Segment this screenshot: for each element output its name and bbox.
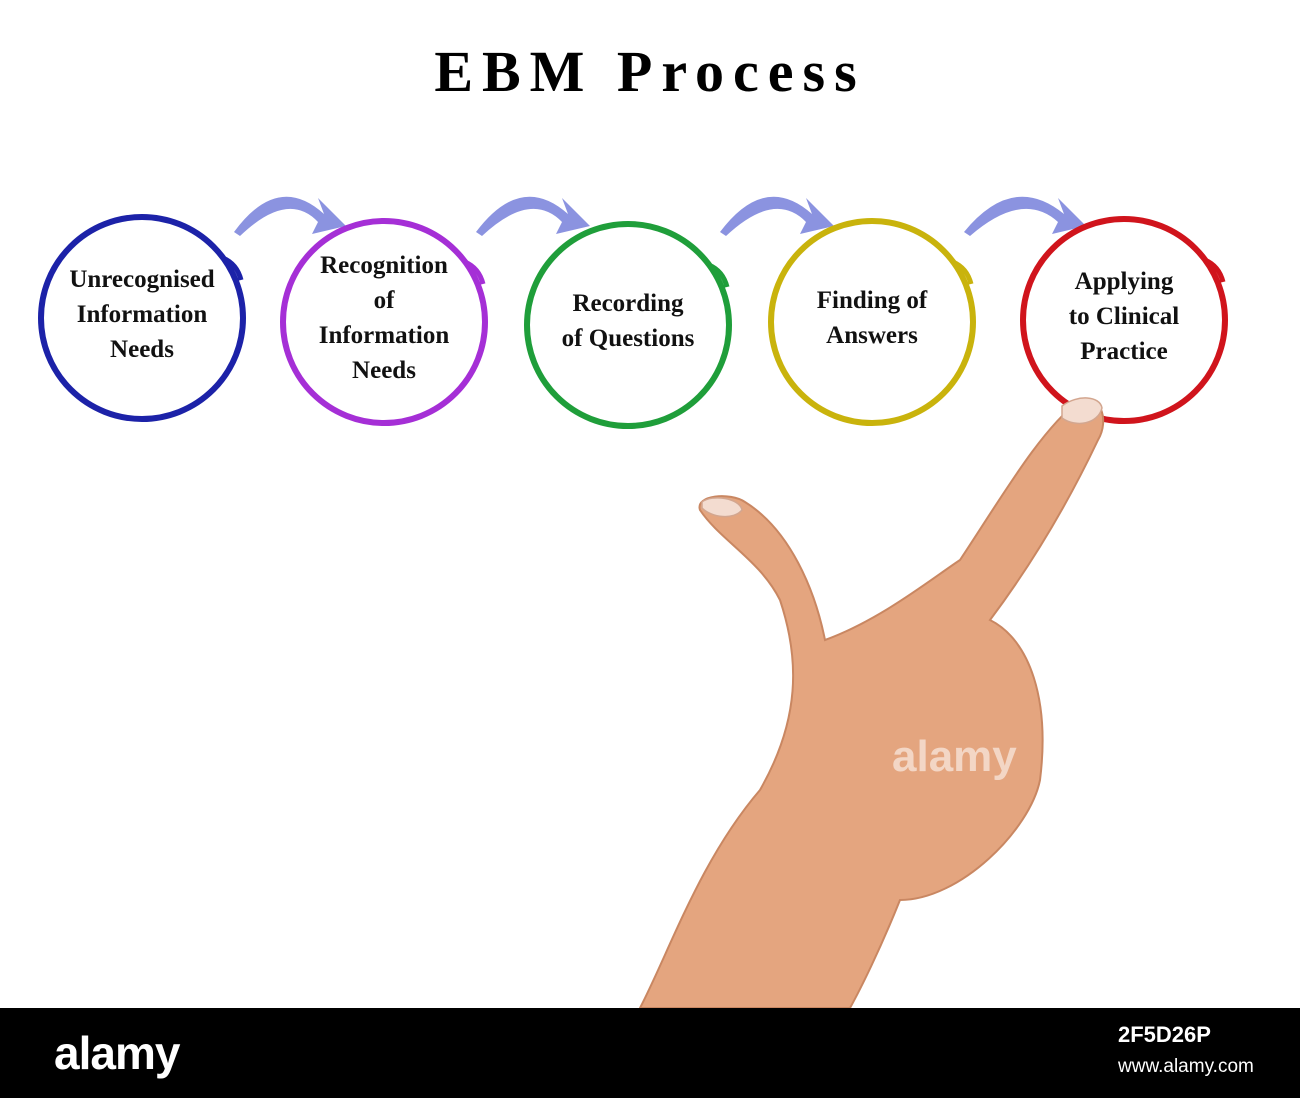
site-url: www.alamy.com	[1118, 1056, 1254, 1077]
step-label-line: Applying	[1074, 267, 1174, 295]
footer-bar: alamy 2F5D26P www.alamy.com	[0, 1008, 1300, 1098]
step-circle-5	[1020, 216, 1228, 424]
pointing-hand-image	[638, 397, 1105, 1008]
step-label-line: Needs	[352, 357, 416, 384]
flow-arrow-icon	[964, 196, 1086, 236]
step-label-line: Practice	[1080, 337, 1168, 365]
step-circle-2	[280, 218, 488, 426]
step-label-line: Needs	[110, 335, 174, 363]
image-id-text: 2F5D26P	[1118, 1022, 1211, 1047]
circle-stroke-tail	[951, 259, 974, 285]
step-label-line: of Questions	[561, 325, 695, 352]
step-label-line: Recognition	[320, 252, 448, 279]
step-label-line: to Clinical	[1068, 302, 1180, 330]
circles-group	[38, 214, 1228, 429]
flow-arrow-icon	[720, 196, 834, 236]
diagram-title: EBM Process	[434, 39, 866, 104]
flow-arrow-icon	[476, 196, 590, 236]
step-circle-3	[524, 221, 732, 429]
brand-logo: alamy	[54, 1027, 180, 1079]
circle-stroke-tail	[221, 255, 244, 281]
step-label-line: Answers	[826, 322, 918, 349]
circle-stroke-tail	[463, 259, 486, 285]
step-label-line: of	[373, 287, 395, 314]
step-label-4: Finding of Answers	[772, 283, 972, 353]
step-circle-4	[768, 218, 976, 426]
arrows-group	[234, 196, 1086, 236]
circle-stroke-tail	[1203, 257, 1226, 283]
process-diagram	[38, 196, 1228, 1008]
step-circle-1	[38, 214, 246, 422]
step-label-line: Finding of	[816, 287, 928, 314]
step-label-line: Unrecognised	[69, 265, 215, 293]
circle-stroke-tail	[707, 262, 730, 288]
step-label-line: Information	[76, 300, 208, 328]
step-label-line: Recording	[572, 290, 684, 317]
step-label-3: Recording of Questions	[528, 286, 728, 356]
flow-arrow-icon	[234, 196, 346, 236]
watermark-text: alamy	[892, 732, 1017, 781]
step-label-line: Information	[318, 322, 450, 349]
